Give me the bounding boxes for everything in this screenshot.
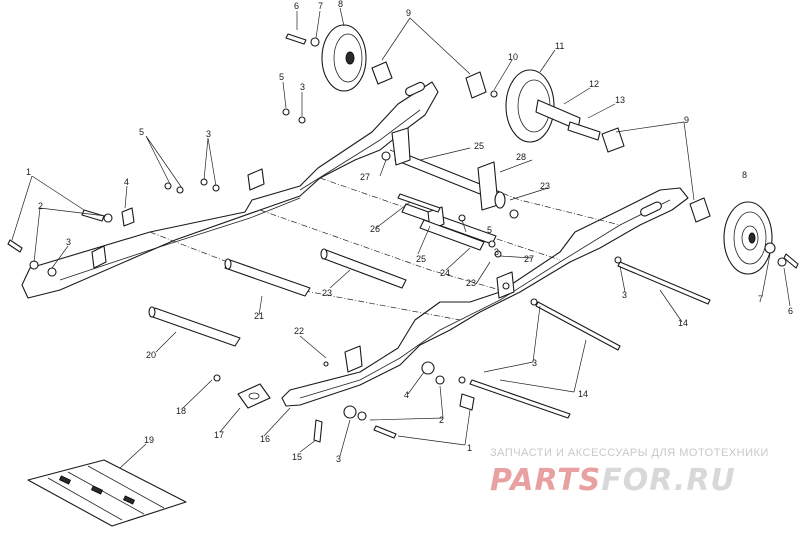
callout-numbers: 6 7 8 9 5 3 10 11 12 13 9 5 3 25 28 23 2…: [26, 0, 793, 464]
callout-10: 10: [508, 52, 518, 62]
callout-3-top: 3: [300, 82, 305, 92]
callout-8-right: 8: [742, 170, 747, 180]
callout-3-right: 3: [622, 290, 627, 300]
leader-lines: [11, 7, 791, 469]
callout-1-left: 1: [26, 167, 31, 177]
callout-12: 12: [589, 79, 599, 89]
idler-wheel-8-right: [723, 201, 773, 275]
callout-24: 24: [440, 268, 450, 278]
callout-13: 13: [615, 95, 625, 105]
callout-27-top: 27: [360, 172, 370, 182]
fasteners: [7, 33, 799, 443]
callout-17: 17: [214, 430, 224, 440]
callout-9-right: 9: [684, 115, 689, 125]
callout-2-left: 2: [38, 201, 43, 211]
callout-5-left: 5: [139, 127, 144, 137]
watermark-logo-part2: FOR.RU: [601, 463, 736, 498]
callout-3-lowright: 3: [532, 358, 537, 368]
callout-26: 26: [370, 224, 380, 234]
callout-6-top: 6: [294, 1, 299, 11]
watermark-logo-part1: PARTS: [490, 463, 601, 498]
callout-28: 28: [516, 152, 526, 162]
cross-shaft-25: [391, 127, 506, 211]
callout-25-mid: 25: [416, 254, 426, 264]
callout-7-right: 7: [758, 294, 763, 304]
callout-11: 11: [555, 41, 564, 51]
callout-3-leftlow: 3: [66, 237, 71, 247]
watermark-logo: PARTSFOR.RU: [490, 463, 736, 498]
callout-23-low: 23: [322, 288, 332, 298]
watermark-tagline: ЗАПЧАСТИ И АКСЕССУАРЫ ДЛЯ МОТОТЕХНИКИ: [490, 447, 769, 459]
callout-3-left: 3: [206, 129, 211, 139]
callout-5-mid: 5: [487, 225, 492, 235]
callout-6-right: 6: [788, 306, 793, 316]
callout-2-low: 2: [439, 415, 444, 425]
callout-3-bottom: 3: [336, 454, 341, 464]
callout-23-top: 23: [540, 181, 550, 191]
skid-plate-19: [27, 459, 187, 527]
callout-23-mid: 23: [466, 278, 476, 288]
callout-15: 15: [292, 452, 302, 462]
callout-14-low: 14: [578, 389, 588, 399]
idler-wheel-11: [505, 69, 601, 143]
bushing-blocks: [371, 61, 711, 223]
callout-22: 22: [294, 326, 304, 336]
callout-4-left: 4: [124, 177, 129, 187]
callout-1-low: 1: [467, 443, 472, 453]
shaft-centerlines: [149, 149, 621, 321]
callout-25-top: 25: [474, 141, 484, 151]
callout-21: 21: [254, 311, 264, 321]
callout-14-right: 14: [678, 318, 688, 328]
watermark: ЗАПЧАСТИ И АКСЕССУАРЫ ДЛЯ МОТОТЕХНИКИ PA…: [490, 447, 769, 498]
slider-block-17: [237, 383, 271, 409]
callout-7-top: 7: [318, 1, 323, 11]
callout-19: 19: [144, 435, 154, 445]
left-rail: [21, 81, 439, 299]
callout-18: 18: [176, 406, 186, 416]
callout-5-top: 5: [279, 72, 284, 82]
callout-20: 20: [146, 350, 156, 360]
callout-4-low: 4: [404, 390, 409, 400]
cross-shaft-21: [224, 258, 311, 297]
cross-shaft-23-lower: [320, 248, 407, 289]
cross-shaft-20: [148, 306, 241, 347]
callout-27-mid: 27: [524, 254, 534, 264]
callout-16: 16: [260, 434, 270, 444]
callout-3-mid: 3: [494, 247, 499, 257]
right-rail: [281, 187, 689, 407]
cross-shaft-23-mid: [401, 203, 497, 251]
callout-8-top: 8: [338, 0, 343, 9]
idler-wheel-8-top: [321, 24, 367, 92]
callout-9-top: 9: [406, 8, 411, 18]
